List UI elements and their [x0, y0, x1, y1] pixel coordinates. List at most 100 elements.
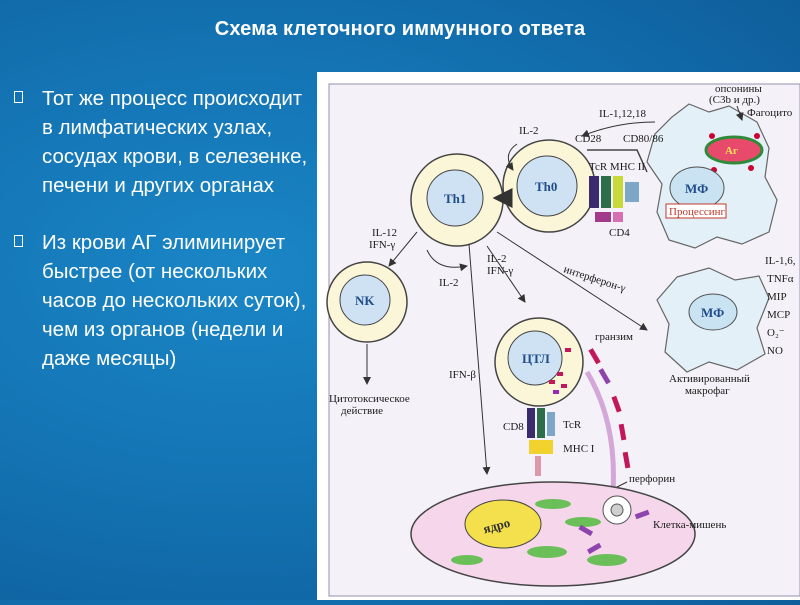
- bullet-item: Тот же процесс происходит в лимфатически…: [12, 84, 317, 200]
- organelle: [587, 554, 627, 566]
- perforin-label: перфорин: [629, 473, 675, 485]
- granzyme-in-cell: [578, 524, 594, 537]
- il-1-12-18-label: IL-1,12,18: [599, 108, 647, 120]
- granzyme-label: гранзим: [595, 331, 633, 343]
- tcr-mhc2-label: TcR MHC II: [589, 161, 645, 173]
- activated-macrophage-subcaption: макрофаг: [685, 385, 730, 397]
- cytokine-no-label: NO: [767, 345, 783, 357]
- cd4-block: [595, 212, 611, 222]
- tcr-ctl-block: [537, 408, 545, 438]
- ifn-beta-label: IFN-β: [449, 369, 476, 381]
- th1-to-macrophage-arrow: [496, 231, 648, 331]
- opsonins-sublabel: (C3b и др.): [709, 94, 760, 106]
- antigen-label: Аг: [725, 145, 738, 157]
- tcr-ctl-label: TcR: [563, 419, 582, 431]
- organelle: [565, 517, 601, 527]
- cd80-86-label: CD80/86: [623, 133, 664, 145]
- cd8-label: CD8: [503, 421, 524, 433]
- th1-nucleus: [426, 169, 484, 227]
- square-bullet-icon: [14, 91, 23, 103]
- th1-to-nk-arrow: [388, 231, 418, 267]
- granule: [565, 348, 571, 352]
- il2-autocrine-arrow: [505, 143, 518, 171]
- mhc2-receptor: [625, 182, 639, 202]
- mhc1-label: MHC I: [563, 443, 595, 455]
- antigen-dot: [754, 133, 760, 139]
- ifn-gamma-left-label: IFN-γ: [369, 239, 395, 251]
- target-cell: [410, 481, 696, 587]
- processing-label: Процессинг: [669, 206, 726, 218]
- phagocyte-label: Фагоцито: [747, 107, 793, 119]
- activated-macrophage-label: МФ: [701, 305, 724, 320]
- opsonin-arrow: [735, 105, 744, 121]
- opsonins-label: опсонины: [715, 83, 762, 95]
- granzyme-stream: [584, 370, 616, 493]
- cytotoxic-sublabel: действие: [341, 405, 383, 417]
- il2-low-label: IL-2: [439, 277, 459, 289]
- granzyme-particle: [598, 368, 611, 385]
- target-cell-label: Клетка-мишень: [653, 519, 726, 531]
- mhc1-block: [529, 440, 553, 454]
- antigen-vesicle: [704, 135, 764, 165]
- granzyme-in-cell: [586, 542, 602, 555]
- target-nucleus: [464, 499, 542, 549]
- granzyme-particle: [611, 395, 622, 413]
- square-bullet-icon: [14, 235, 23, 247]
- diagram-panel: Аг МФ Процессинг опсонины (C3b и др.) Фа…: [317, 72, 800, 600]
- tcr-ctl-block: [547, 412, 555, 436]
- th1-label: Th1: [444, 191, 466, 206]
- organelle: [451, 555, 483, 565]
- bullet-text: Тот же процесс происходит в лимфатически…: [42, 87, 308, 197]
- th0-label: Th0: [535, 179, 557, 194]
- cytokine-tnf-label: TNFα: [767, 273, 794, 285]
- organelle: [527, 546, 567, 558]
- th0-nucleus: [516, 155, 578, 217]
- macrophage-label: МФ: [685, 181, 708, 196]
- perforin-pore-inner: [610, 503, 624, 517]
- ctl-nucleus: [507, 330, 563, 386]
- immune-response-diagram: Аг МФ Процессинг опсонины (C3b и др.) Фа…: [326, 83, 800, 597]
- granule: [561, 384, 567, 388]
- ifn-beta-arrow: [468, 243, 491, 475]
- cytokine-o2-label: O₂⁻: [767, 327, 785, 339]
- cd4-block: [613, 212, 623, 222]
- bullet-item: Из крови АГ элиминирует быстрее (от неск…: [12, 228, 317, 373]
- cytotoxic-label: Цитотоксическое: [329, 393, 410, 405]
- antigen-dot: [709, 133, 715, 139]
- cytokine-mcp-label: MCP: [767, 309, 790, 321]
- il-1-12-18-arrow: [581, 121, 656, 138]
- antigen-dot: [748, 165, 754, 171]
- granzyme-particle: [618, 423, 627, 441]
- granule: [553, 390, 559, 394]
- bullet-list: Тот же процесс происходит в лимфатически…: [12, 84, 317, 373]
- il12-label: IL-12: [372, 227, 397, 239]
- il2-loop-arrow: [426, 249, 468, 272]
- nk-nucleus: [339, 274, 391, 326]
- granule: [557, 372, 563, 376]
- processing-box: [665, 203, 727, 219]
- granule: [549, 380, 555, 384]
- cytokine-il-label: IL-1,6,: [765, 255, 796, 267]
- bullet-text: Из крови АГ элиминирует быстрее (от неск…: [42, 231, 307, 370]
- activated-macrophage-caption: Активированный: [669, 373, 750, 385]
- nucleus-label: ядро: [481, 515, 511, 537]
- cd28-label: CD28: [575, 133, 602, 145]
- peptide-block: [613, 176, 623, 208]
- tcr-block: [589, 176, 599, 208]
- cd4-label: CD4: [609, 227, 630, 239]
- granzyme-particle: [622, 451, 631, 469]
- granzyme-in-cell: [634, 509, 650, 520]
- slide-title: Схема клеточного иммунного ответа: [214, 18, 586, 40]
- mhc1-stalk: [535, 456, 541, 476]
- cd28-link: [587, 149, 648, 173]
- il2-top-label: IL-2: [519, 125, 539, 137]
- organelle: [535, 499, 571, 509]
- ctl-label: ЦТЛ: [522, 351, 550, 366]
- mhc2-block: [601, 176, 611, 208]
- il2-mid-label: IL-2: [487, 253, 507, 265]
- cytokine-mip-label: MIP: [767, 291, 787, 303]
- tcr-ctl-block: [527, 408, 535, 438]
- ifn-gamma-mid-label: IFN-γ: [487, 265, 513, 277]
- th1-to-ctl-arrow: [486, 245, 526, 303]
- granzyme-particle: [588, 348, 601, 365]
